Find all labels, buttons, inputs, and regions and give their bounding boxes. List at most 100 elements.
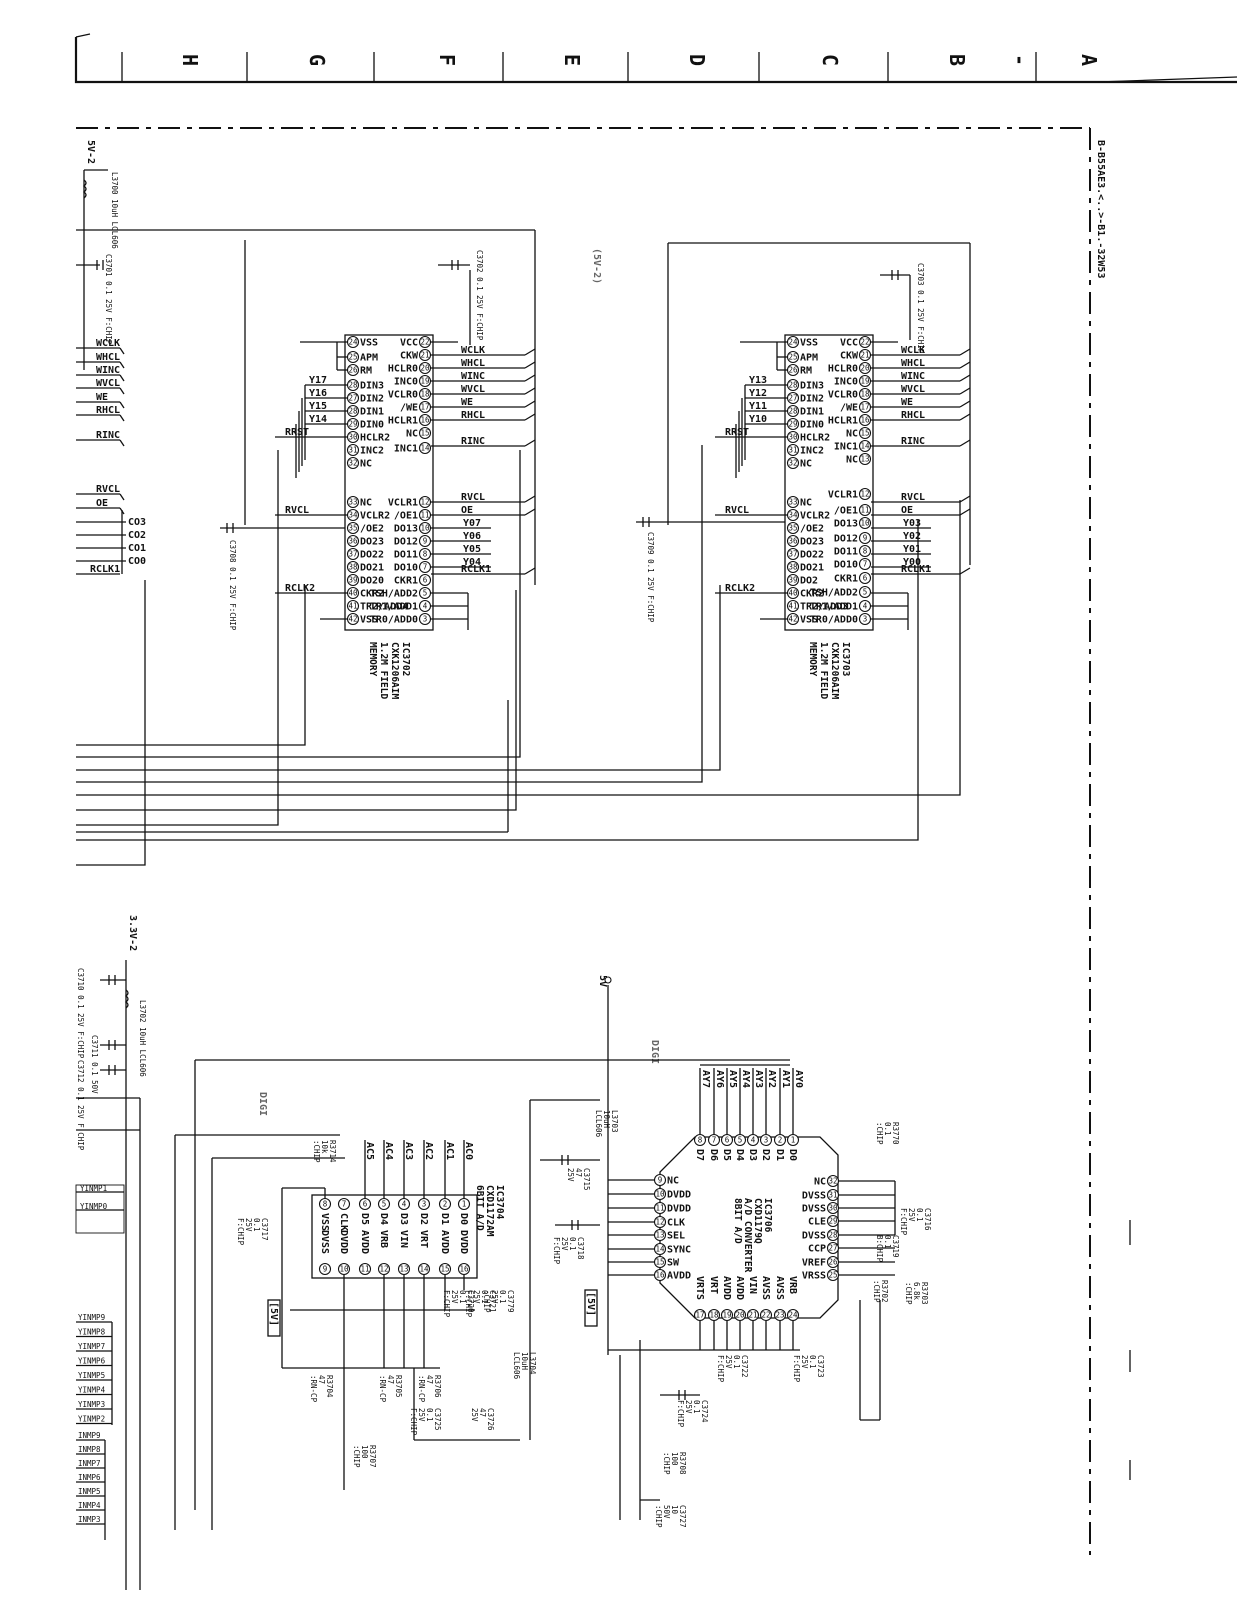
pin-number: 2 bbox=[443, 1200, 448, 1209]
pin-name: DO22 bbox=[800, 550, 824, 561]
input-label: INMP5 bbox=[78, 1487, 101, 1496]
r3705-label: R3705 bbox=[394, 1375, 403, 1398]
pin-marker bbox=[418, 361, 432, 375]
c3725-label: 0.1 bbox=[425, 1408, 434, 1422]
pin-marker bbox=[759, 1133, 773, 1147]
pin-marker bbox=[858, 413, 872, 427]
pin-marker bbox=[786, 495, 800, 509]
output-label: AY6 bbox=[714, 1070, 725, 1088]
pin-marker bbox=[858, 452, 872, 466]
signal-label: WINC bbox=[461, 371, 485, 382]
pin-marker bbox=[418, 612, 432, 626]
pin-name: AVDD bbox=[734, 1276, 745, 1300]
input-label: YINMP3 bbox=[78, 1400, 105, 1409]
pin-marker bbox=[346, 586, 360, 600]
data-input-label: Y14 bbox=[309, 414, 327, 425]
pin-name: D4 bbox=[734, 1149, 745, 1161]
pin-marker bbox=[377, 1197, 391, 1211]
pin-number: 5 bbox=[382, 1200, 387, 1209]
return-wiring bbox=[76, 445, 961, 866]
r3704-label: R3704 bbox=[325, 1375, 334, 1398]
pin-name: AVSS bbox=[760, 1276, 771, 1300]
pin-marker bbox=[786, 350, 800, 364]
c3701-label: C3701 0.1 25V F:CHIP bbox=[104, 254, 113, 345]
column-label: C bbox=[818, 54, 842, 66]
c3724-label: 0.1 bbox=[692, 1400, 701, 1414]
pin-name: VCC bbox=[840, 338, 858, 349]
pin-marker bbox=[346, 547, 360, 561]
c3721-label: 0.1 bbox=[480, 1290, 489, 1304]
svg-text:C3703 0.1 25V F:CHIP: C3703 0.1 25V F:CHIP bbox=[916, 263, 925, 354]
pin-marker bbox=[418, 413, 432, 427]
c3727-label: 10 bbox=[670, 1505, 679, 1515]
signal-label: WCLK bbox=[901, 345, 925, 356]
c3720-label: 25V bbox=[450, 1290, 459, 1304]
c3717-label: 0.1 bbox=[252, 1218, 261, 1232]
pin-number: 25 bbox=[828, 1271, 837, 1280]
pin-name: NC bbox=[360, 498, 372, 509]
c3717-label: 25V bbox=[244, 1218, 253, 1232]
pin-name: DVSS bbox=[802, 1204, 826, 1215]
c3779-label: 25V bbox=[490, 1290, 499, 1304]
pin-marker bbox=[438, 1197, 452, 1211]
column-label: D bbox=[685, 54, 709, 66]
left-input-connectors: YINMP1YINMP0YINMP9YINMP8YINMP7YINMP6YINM… bbox=[75, 1184, 125, 1540]
input-label: YINMP7 bbox=[78, 1342, 105, 1351]
pin-name: NC bbox=[360, 459, 372, 470]
pin-marker bbox=[858, 599, 872, 613]
pin-number: 20 bbox=[860, 364, 870, 373]
pin-name: DIN0 bbox=[800, 420, 824, 431]
data-input-label: Y12 bbox=[749, 388, 767, 399]
pin-number: 11 bbox=[420, 511, 429, 520]
pin-number: 10 bbox=[339, 1265, 349, 1274]
pin-number: 28 bbox=[828, 1231, 838, 1240]
pin-marker bbox=[746, 1133, 760, 1147]
pin-name: TSH/ADD2 bbox=[370, 589, 418, 600]
pin-name: CKW bbox=[840, 351, 859, 362]
c3726-label: 25V bbox=[470, 1408, 479, 1422]
pin-name: INC1 bbox=[834, 442, 858, 453]
pin-number: 21 bbox=[748, 1311, 757, 1320]
control-signal-label: RVCL bbox=[285, 505, 309, 516]
pin-number: 4 bbox=[423, 602, 428, 611]
pin-number: 7 bbox=[712, 1136, 717, 1145]
pin-name: DVDD bbox=[667, 1190, 691, 1201]
pin-marker bbox=[707, 1133, 721, 1147]
pin-marker bbox=[418, 426, 432, 440]
input-label: INMP6 bbox=[78, 1473, 101, 1482]
pin-marker bbox=[858, 585, 872, 599]
c3715-label: 25V bbox=[566, 1168, 575, 1182]
pin-number: 8 bbox=[423, 550, 428, 559]
pin-name: D1 bbox=[439, 1213, 450, 1225]
pin-name: DVDD bbox=[458, 1230, 469, 1254]
pin-name: HCLR0 bbox=[388, 364, 418, 375]
pin-marker bbox=[418, 534, 432, 548]
c3717-label: F:CHIP bbox=[236, 1218, 245, 1246]
pin-marker bbox=[418, 560, 432, 574]
pin-name: HCLR0 bbox=[828, 364, 858, 375]
pin-marker bbox=[693, 1308, 707, 1322]
ic-label: CXD1172AM bbox=[484, 1185, 495, 1237]
pin-marker bbox=[858, 374, 872, 388]
c3718-label: 0.1 bbox=[568, 1237, 577, 1251]
c3721-label: C3721 bbox=[488, 1290, 497, 1313]
pin-name: RM bbox=[360, 366, 372, 377]
c3710-label: C3710 0.1 25V F:CHIP bbox=[76, 968, 85, 1059]
pin-name: VRT bbox=[418, 1230, 429, 1248]
r3708-label: R3708 bbox=[678, 1452, 687, 1475]
pin-name: DIN2 bbox=[800, 394, 824, 405]
pin-number: 39 bbox=[348, 576, 357, 585]
pin-marker bbox=[346, 573, 360, 587]
pin-name: DO13 bbox=[394, 524, 418, 535]
pin-number: 12 bbox=[655, 1218, 664, 1227]
pin-name: VSS bbox=[800, 615, 818, 626]
pin-name: AVDD bbox=[721, 1276, 732, 1300]
pin-marker bbox=[858, 387, 872, 401]
ic3704-ad-converter: 8VSS7CLK6D55D44D33D22D11D09DVSS10DVDD11A… bbox=[267, 1140, 520, 1490]
pin-name: /OE1 bbox=[834, 506, 858, 517]
pin-name: NC bbox=[846, 455, 858, 466]
pin-marker bbox=[858, 557, 872, 571]
pin-number: 8 bbox=[323, 1200, 328, 1209]
data-output-label: Y02 bbox=[903, 531, 921, 542]
